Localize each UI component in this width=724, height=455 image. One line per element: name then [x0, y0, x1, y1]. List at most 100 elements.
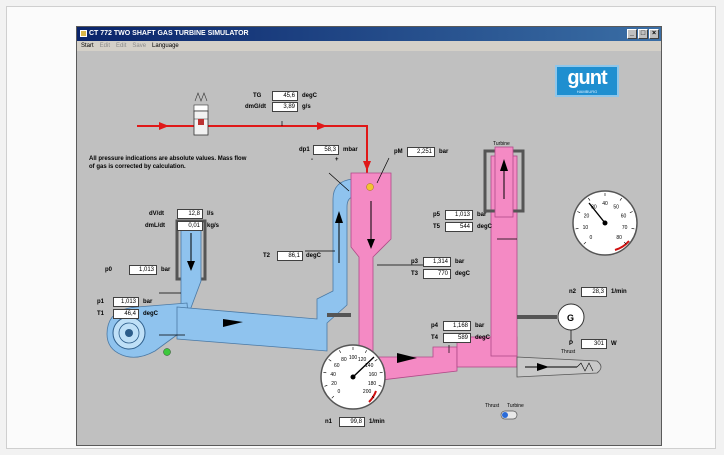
p4-value: 1,168: [443, 321, 471, 331]
fuel-valve-icon[interactable]: [193, 92, 209, 136]
n1-gauge-tick-label: 200: [363, 389, 372, 395]
n2-gauge-tick-mark: [588, 197, 591, 201]
n1-unit: 1/min: [369, 419, 385, 425]
dml-unit: kg/s: [207, 223, 220, 229]
status-led: [163, 348, 171, 356]
fuel-gas-line: [137, 125, 368, 173]
t4-unit: degC: [475, 335, 490, 341]
t5-label: T5: [433, 224, 441, 230]
n2-gauge-tick-label: 30: [591, 204, 597, 210]
n1-gauge-tick-label: 120: [358, 357, 367, 363]
n2-gauge-tick-mark: [619, 197, 622, 201]
fuel-arrow-icon: [159, 122, 169, 130]
n1-gauge-tick-mark: [374, 359, 378, 362]
fuel-arrow-icon-2: [317, 122, 327, 130]
p3-value: 1,314: [423, 257, 451, 267]
n2-gauge-tick-label: 0: [590, 235, 593, 241]
n1-gauge-tick-mark: [371, 395, 375, 399]
gas-flow-arrow-icon: [367, 239, 375, 249]
n1-gauge-tick-mark: [331, 395, 335, 399]
n1-gauge-tick-label: 60: [334, 363, 340, 369]
dv-label: dV/dt: [149, 211, 164, 217]
dp1-plus: +: [335, 157, 339, 163]
air-flow-arrow-icon-2: [223, 319, 243, 327]
n2-unit: 1/min: [611, 289, 627, 295]
minimize-icon[interactable]: _: [627, 29, 637, 39]
t2-value: 86,1: [277, 251, 303, 261]
n1-gauge-tick-mark: [339, 350, 341, 354]
dp1-value: 58,3: [313, 145, 339, 155]
dp1-minus: -: [311, 157, 313, 163]
p1-unit: bar: [143, 299, 153, 305]
n1-gauge-tick-label: 140: [365, 363, 374, 369]
tg-label: TG: [253, 93, 262, 99]
t2-unit: degC: [306, 253, 321, 259]
n2-gauge-tick-label: 60: [621, 213, 627, 219]
n1-gauge-tick-label: 100: [349, 355, 358, 361]
n1-gauge-tick-mark: [378, 385, 382, 387]
p5-label: p5: [433, 212, 441, 218]
fuel-arrow-icon-3: [363, 161, 371, 171]
dv-unit: l/s: [207, 211, 214, 217]
mode-toggle-knob[interactable]: [502, 412, 508, 418]
turbine-label: Turbine: [493, 141, 510, 147]
t3-value: 770: [423, 269, 451, 279]
n1-gauge-tick-mark: [379, 372, 383, 374]
n2-needle: [588, 202, 606, 224]
n2-gauge-tick-mark: [575, 228, 579, 230]
switch-turbine-label: Turbine: [507, 403, 524, 409]
pm-unit: bar: [439, 149, 449, 155]
menu-edit-2[interactable]: Edit: [116, 43, 127, 49]
t3-label: T3: [411, 271, 419, 277]
generator-label: G: [567, 313, 575, 323]
n1-gauge-tick-label: 80: [341, 357, 347, 363]
power-unit: W: [611, 341, 617, 347]
compressor-shaft: [327, 313, 351, 317]
dml-label: dmL/dt: [145, 223, 165, 229]
app-icon: [80, 30, 87, 37]
p5-unit: bar: [477, 212, 487, 218]
menu-language[interactable]: Language: [152, 43, 179, 49]
power-label: P: [569, 341, 574, 347]
air-flow-arrow-icon: [187, 261, 195, 271]
dmg-unit: g/s: [302, 104, 311, 110]
logo-subtitle: HAMBURG: [576, 89, 598, 94]
compressor-outlet-duct: [176, 178, 354, 352]
n2-gauge-tick-label: 10: [583, 225, 589, 231]
n1-gauge-tick-mark: [365, 350, 367, 354]
n1-gauge-tick-label: 0: [338, 389, 341, 395]
title-bar: CT 772 TWO SHAFT GAS TURBINE SIMULATOR _…: [77, 27, 661, 41]
n2-gauge-tick-mark: [623, 241, 627, 245]
menu-edit[interactable]: Edit: [99, 43, 111, 49]
p0-unit: bar: [161, 267, 171, 273]
switch-thrust-label: Thrust: [485, 403, 500, 409]
t1-unit: degC: [143, 311, 158, 317]
logo-text: gunt: [567, 67, 607, 89]
n2-gauge-tick-mark: [631, 228, 635, 230]
simulator-window: CT 772 TWO SHAFT GAS TURBINE SIMULATOR _…: [76, 26, 662, 446]
air-flow-arrow-icon-3: [335, 211, 343, 223]
thrust-label: Thrust: [561, 349, 576, 355]
n2-gauge-tick-label: 70: [622, 225, 628, 231]
n1-gauge-tick-label: 20: [331, 381, 337, 387]
n1-gauge-tick-label: 180: [368, 381, 377, 387]
menu-save[interactable]: Save: [132, 43, 147, 49]
t4-label: T4: [431, 335, 439, 341]
maximize-icon[interactable]: □: [638, 29, 648, 39]
dml-value: 0,01: [177, 221, 203, 231]
n2-gauge-tick-label: 80: [616, 235, 622, 241]
dv-value: 12,8: [177, 209, 203, 219]
close-icon[interactable]: ×: [649, 29, 659, 39]
exhaust-arrow-icon: [500, 159, 508, 171]
n1-needle: [352, 356, 375, 378]
menu-start[interactable]: Start: [81, 43, 94, 49]
p0-label: p0: [105, 267, 113, 273]
pm-label: pM: [394, 149, 403, 155]
flame-icon: [366, 183, 374, 191]
window-controls: _ □ ×: [627, 29, 659, 39]
dmg-value: 3,89: [272, 102, 298, 112]
n1-gauge-tick-label: 40: [330, 372, 336, 378]
p3-label: p3: [411, 259, 419, 265]
